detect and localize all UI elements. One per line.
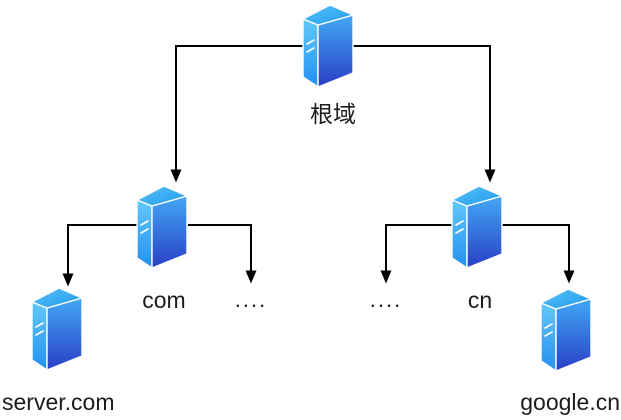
- label-cn: cn: [467, 287, 493, 313]
- server-icon-google-cn: [540, 288, 592, 372]
- label-google-cn: google.cn: [520, 389, 620, 415]
- connector-cn-to-others: [380, 224, 452, 284]
- label-com-others: ....: [234, 287, 268, 312]
- connector-com-to-others: [188, 224, 257, 284]
- label-root-domain: 根域: [310, 101, 356, 127]
- connector-com-to-server-com: [62, 224, 137, 287]
- label-server-com: server.com: [2, 389, 115, 415]
- server-icon-com: [136, 185, 188, 269]
- server-icon-root: [302, 4, 354, 88]
- connector-root-to-com: [170, 45, 303, 183]
- server-icon-server-com: [31, 287, 83, 371]
- connector-root-to-cn: [353, 45, 496, 183]
- connector-cn-to-google-cn: [502, 224, 575, 284]
- label-com: com: [142, 287, 186, 313]
- label-cn-others: ....: [369, 287, 403, 312]
- server-icon-cn: [451, 185, 503, 269]
